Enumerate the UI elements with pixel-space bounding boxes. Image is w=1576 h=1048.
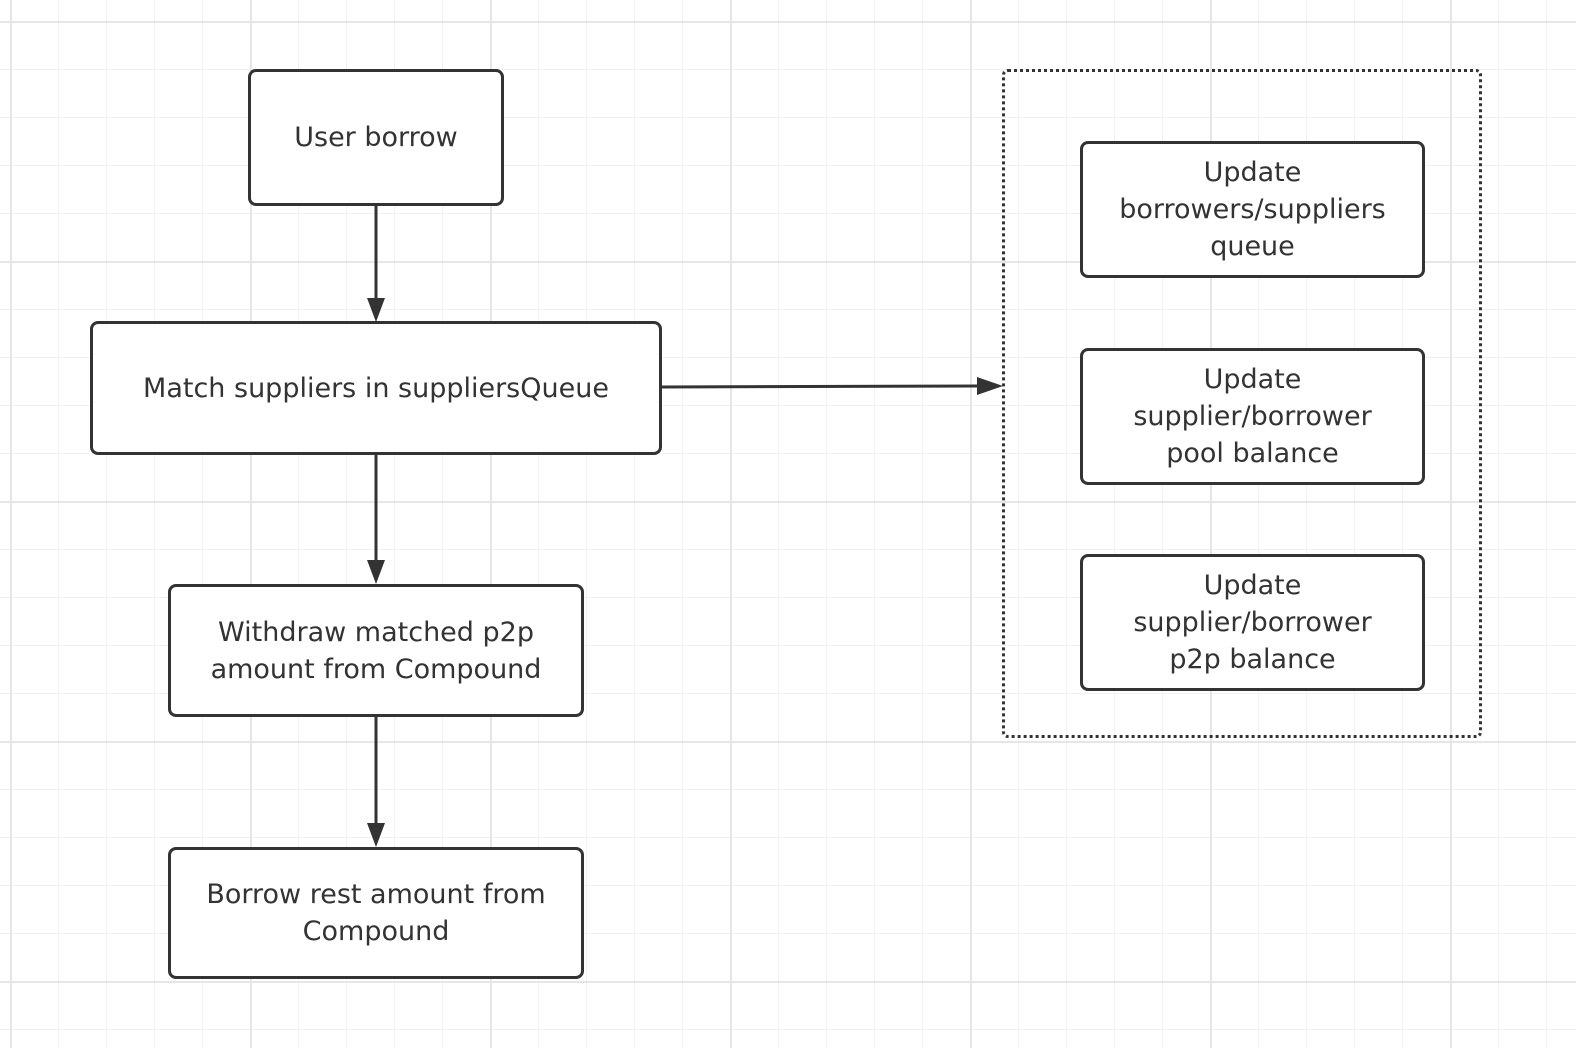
match-suppliers-node: Match suppliers in suppliersQueue: [90, 321, 662, 455]
arrow-user-borrow-to-match: [367, 205, 385, 322]
match-suppliers-label: Match suppliers in suppliersQueue: [143, 372, 609, 404]
update-queue-node: Update borrowers/suppliers queue: [1080, 141, 1425, 278]
borrow-rest-node: Borrow rest amount from Compound: [168, 847, 584, 979]
update-queue-label: Update borrowers/suppliers queue: [1119, 157, 1386, 262]
update-pool-balance-label: Update supplier/borrower pool balance: [1133, 364, 1372, 469]
borrow-rest-label: Borrow rest amount from Compound: [206, 879, 546, 947]
user-borrow-label: User borrow: [294, 122, 458, 153]
arrow-match-to-withdraw: [367, 454, 385, 584]
update-p2p-balance-label: Update supplier/borrower p2p balance: [1133, 570, 1372, 675]
update-actions-group: [1002, 69, 1482, 738]
withdraw-matched-label: Withdraw matched p2p amount from Compoun…: [210, 616, 542, 685]
arrow-match-to-update-group: [661, 377, 1003, 395]
user-borrow-node: User borrow: [248, 69, 504, 206]
update-pool-balance-node: Update supplier/borrower pool balance: [1080, 348, 1425, 485]
arrow-withdraw-to-borrow-rest: [367, 716, 385, 847]
withdraw-matched-node: Withdraw matched p2p amount from Compoun…: [168, 584, 584, 717]
update-p2p-balance-node: Update supplier/borrower p2p balance: [1080, 554, 1425, 691]
